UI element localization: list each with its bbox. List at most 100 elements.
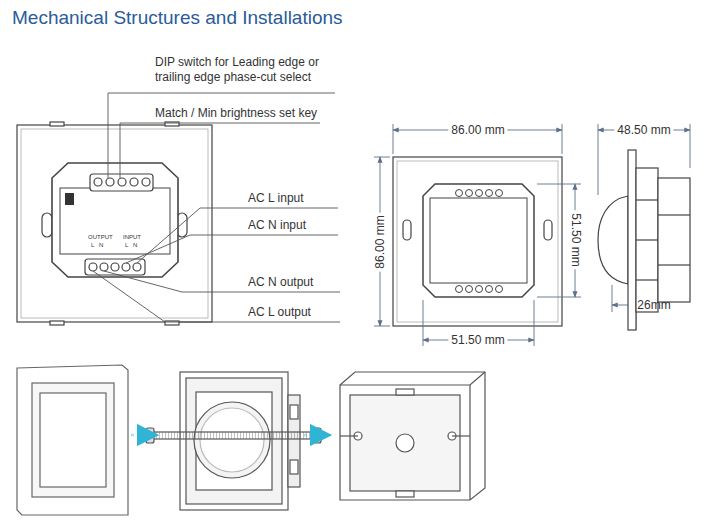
leader-lines (120, 123, 320, 178)
terminal-label: AC N output (248, 275, 313, 290)
arrow (310, 434, 314, 437)
dimmer-module (152, 432, 317, 439)
front-view (496, 286, 503, 293)
dimmer-module (200, 408, 264, 472)
side-view (628, 150, 636, 330)
front-view (423, 184, 534, 297)
terminal-marking: N (99, 242, 103, 249)
back-view (85, 259, 145, 275)
back-view (89, 263, 141, 271)
cover-frame (17, 365, 128, 515)
dimension-lines (534, 300, 535, 346)
cover-frame (17, 365, 128, 515)
terminal-label: AC L input (248, 191, 304, 206)
terminal-label: AC L output (248, 305, 311, 320)
side-view (636, 168, 658, 312)
back-view (89, 263, 97, 271)
back-view (65, 193, 74, 205)
terminal-marking: N (133, 242, 137, 249)
dimension-lines (393, 124, 394, 154)
wall-box (396, 389, 414, 395)
back-view (106, 178, 114, 186)
dimension: 86.00 mm (448, 123, 507, 138)
front-view (397, 161, 558, 322)
arrow (317, 434, 321, 437)
side-view (636, 199, 658, 200)
side-view (636, 279, 658, 280)
back-view (111, 263, 119, 271)
dimmer-module (315, 428, 321, 443)
arrow (304, 434, 307, 437)
front-view (403, 220, 411, 240)
side-view (598, 196, 628, 284)
side-view (658, 178, 690, 302)
terminal-marking: INPUT (123, 234, 141, 241)
callout-label: Match / Min brightness set key (155, 106, 317, 121)
arrow (144, 434, 148, 437)
leader-lines (126, 235, 338, 263)
front-view (456, 190, 463, 197)
cover-frame (40, 393, 106, 487)
back-view (52, 163, 178, 277)
wall-box (452, 435, 470, 436)
front-view (476, 286, 483, 293)
back-view (50, 122, 64, 126)
cover-frame (32, 383, 114, 497)
dimension-lines (612, 285, 613, 312)
dimension-lines (537, 184, 581, 185)
back-view (90, 174, 153, 191)
dimmer-module (290, 405, 298, 419)
wall-box (340, 435, 358, 436)
back-view (118, 178, 126, 186)
dimension-lines (374, 326, 390, 327)
dimension-lines (374, 157, 390, 158)
terminal-marking: L (125, 242, 128, 249)
front-view (476, 190, 483, 197)
front-view (466, 190, 473, 197)
back-view (130, 178, 138, 186)
front-view (496, 190, 503, 197)
side-view (636, 239, 658, 240)
wall-box (350, 395, 460, 491)
dimension: 51.50 mm (448, 333, 507, 348)
dimmer-module (288, 395, 300, 487)
dimmer-module (194, 402, 270, 478)
leader-lines (93, 271, 340, 322)
back-view (142, 178, 150, 186)
back-view (50, 321, 64, 325)
side-view (598, 150, 690, 330)
front-view (393, 157, 562, 326)
front-view (393, 157, 562, 326)
side-view (658, 264, 690, 265)
leader-lines (93, 93, 340, 322)
terminal-marking: L (91, 242, 94, 249)
title: Mechanical Structures and Installations (12, 6, 343, 30)
back-view (94, 178, 102, 186)
front-view (456, 190, 503, 293)
back-view (122, 263, 130, 271)
dimension-lines (562, 124, 563, 154)
front-view (486, 286, 493, 293)
front-view (544, 220, 552, 240)
arrow (131, 434, 321, 437)
dimmer-module (186, 378, 282, 504)
wall-box (340, 372, 485, 500)
wall-box (340, 372, 485, 500)
dimension: 26mm (637, 298, 670, 313)
dimension-lines (423, 300, 424, 346)
dimmer-module (180, 372, 288, 510)
side-view (658, 214, 690, 215)
dimension-lines (537, 297, 581, 298)
dimmer-module (146, 372, 321, 510)
front-view (466, 286, 473, 293)
dimension-lines (598, 124, 599, 195)
wall-box (396, 491, 414, 497)
dimension: 48.50 mm (614, 123, 673, 138)
back-view (60, 188, 170, 254)
callout-label: DIP switch for Leading edge or trailing … (155, 55, 355, 85)
leader-lines (108, 93, 335, 178)
front-view (430, 198, 527, 283)
dimension: 51.50 mm (568, 210, 583, 269)
